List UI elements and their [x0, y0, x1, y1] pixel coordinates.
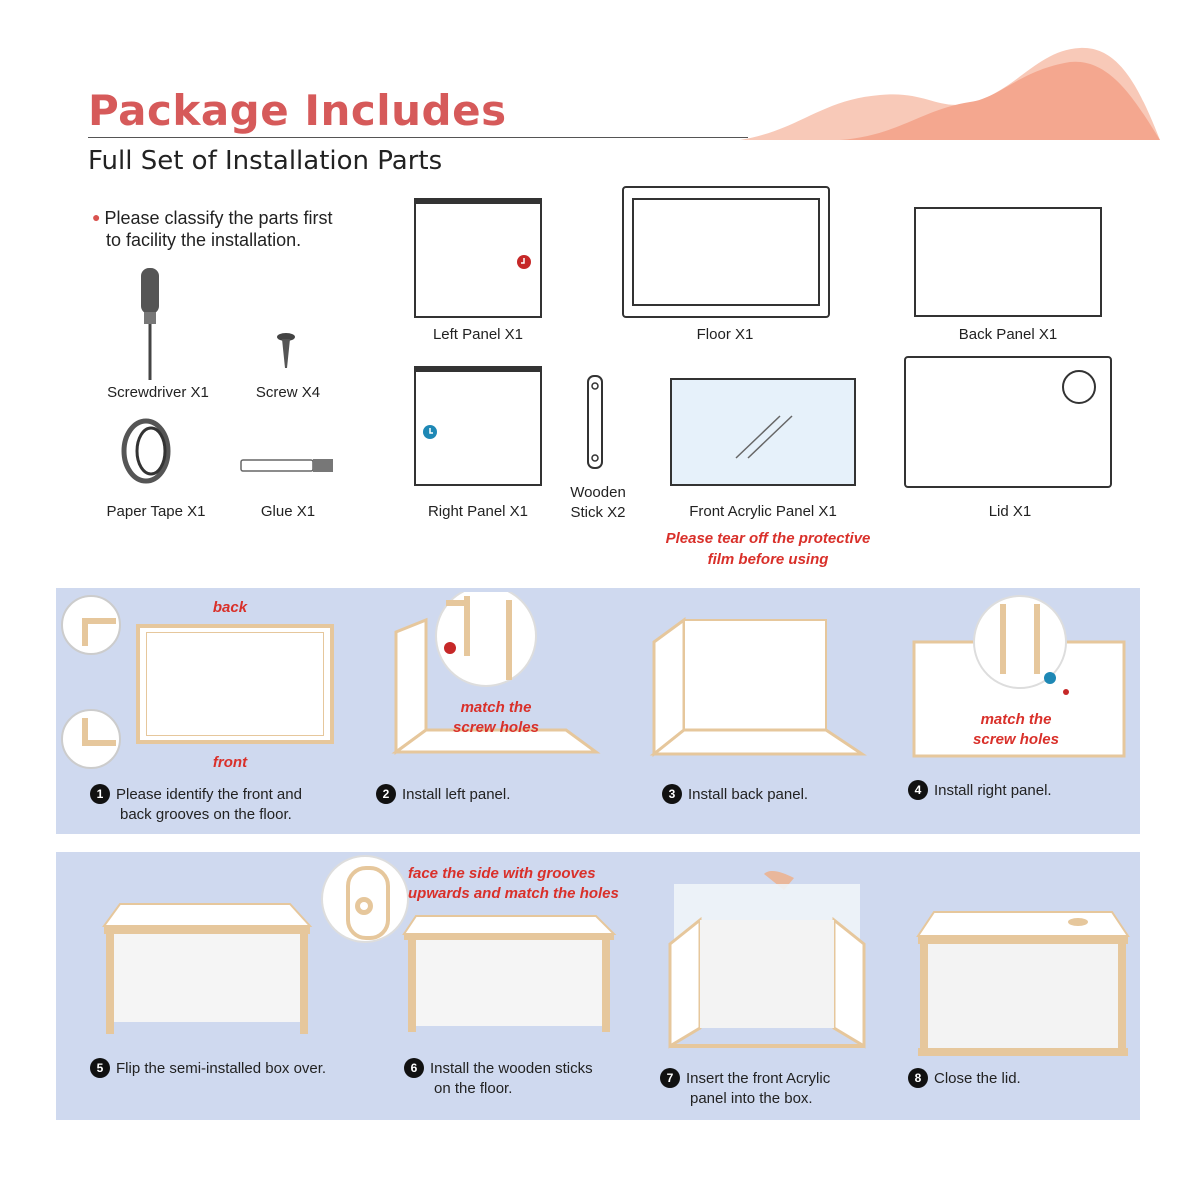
- front-acrylic-panel-drawing: [670, 378, 856, 486]
- screw-icon: [277, 333, 295, 368]
- screw-label: Screw X4: [255, 384, 321, 401]
- lid-label: Lid X1: [988, 503, 1032, 520]
- classify-note: ●Please classify the parts first to faci…: [92, 208, 333, 250]
- front-acrylic-label: Front Acrylic Panel X1: [689, 503, 837, 520]
- stick-hole-detail-icon: [321, 855, 409, 943]
- glass-shine-icon: [735, 415, 793, 459]
- back-panel-drawing: [914, 207, 1102, 317]
- floor-grooves-drawing: [136, 624, 334, 744]
- right-panel-label: Right Panel X1: [427, 503, 529, 520]
- right-panel-install-drawing: [912, 595, 1126, 758]
- back-label: back: [212, 599, 248, 616]
- right-panel-drawing: [414, 366, 542, 486]
- left-panel-install-drawing: [391, 592, 601, 755]
- screwdriver-label: Screwdriver X1: [107, 384, 209, 401]
- flipped-box-drawing: [102, 903, 313, 1034]
- match-screw-holes-label-2: match the screw holes: [453, 699, 539, 736]
- lid-hole-icon: [1062, 370, 1096, 404]
- screw-hole-blue-icon: [423, 425, 437, 439]
- floor-drawing: [622, 186, 830, 318]
- protective-film-warning: Please tear off the protective film befo…: [665, 530, 871, 568]
- header-wave-decoration: [740, 47, 1160, 140]
- screw-hole-red-icon: [517, 255, 531, 269]
- page-title: Package Includes: [88, 86, 507, 135]
- page-subtitle: Full Set of Installation Parts: [88, 146, 443, 176]
- match-screw-holes-label-4: match the screw holes: [973, 711, 1059, 748]
- wooden-stick-label: Wooden Stick X2: [570, 484, 626, 521]
- paper-tape-icon: [121, 418, 171, 484]
- bullet-icon: ●: [92, 209, 101, 225]
- left-panel-label: Left Panel X1: [432, 326, 524, 343]
- wooden-stick-icon: [587, 375, 603, 469]
- paper-tape-label: Paper Tape X1: [106, 503, 206, 520]
- front-label: front: [212, 754, 248, 771]
- face-grooves-label: face the side with grooves upwards and m…: [408, 865, 619, 902]
- floor-label: Floor X1: [696, 326, 754, 343]
- groove-detail-bottom-icon: [61, 709, 121, 769]
- acrylic-insert-drawing: [668, 871, 866, 1049]
- glue-label: Glue X1: [260, 503, 316, 520]
- groove-detail-top-icon: [61, 595, 121, 655]
- title-divider: [88, 137, 748, 138]
- screwdriver-icon: [141, 268, 159, 380]
- back-panel-install-drawing: [649, 617, 867, 758]
- lid-drawing: [904, 356, 1112, 488]
- back-panel-label: Back Panel X1: [958, 326, 1058, 343]
- sticks-install-drawing: [402, 915, 617, 1032]
- closed-box-drawing: [916, 911, 1130, 1056]
- glue-icon: [240, 459, 333, 472]
- left-panel-drawing: [414, 198, 542, 318]
